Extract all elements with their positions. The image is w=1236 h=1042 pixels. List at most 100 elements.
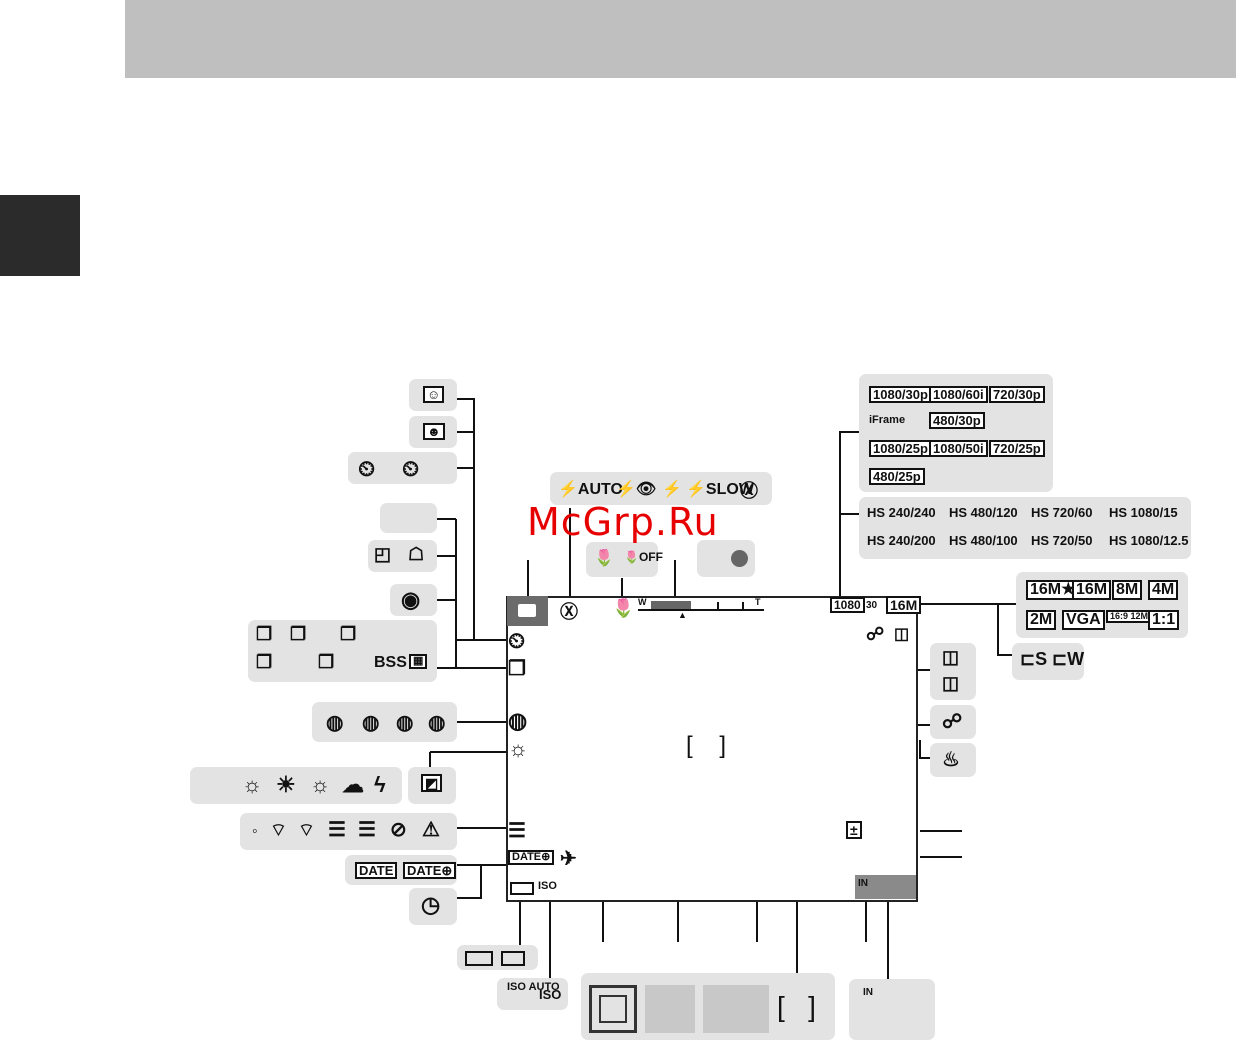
- movie-1080-25p-icon: 1080/25p: [869, 440, 932, 457]
- camera-icon: [518, 604, 536, 617]
- size-16-9-icon: 16:9 12M: [1106, 610, 1153, 623]
- clock-not-set-icon: ◷: [421, 892, 441, 917]
- screen-flash-off-icon: Ⓧ: [560, 602, 578, 622]
- daylight-icon: ☼: [242, 772, 263, 797]
- size-8m-icon: 8M: [1112, 580, 1143, 600]
- pill-image-size: 16M★ 16M 8M 4M 2M VGA 16:9 12M 1:1: [1016, 572, 1188, 638]
- zoom-tick-1: [717, 602, 719, 610]
- pill-vr: ◫ ◫: [930, 643, 976, 700]
- shooting-mode-box: [507, 596, 548, 626]
- hs-1080-125-icon: HS 1080/12.5: [1109, 533, 1189, 548]
- size-2m-icon: 2M: [1026, 610, 1057, 630]
- continuous-h-icon: ❐: [256, 624, 273, 644]
- pill-wind-noise: ♨: [930, 743, 976, 777]
- size-vga-icon: VGA: [1062, 610, 1105, 630]
- internal-memory-icon: IN: [863, 987, 873, 998]
- header-band: [125, 0, 1236, 78]
- flash-wb-icon: ϟ: [374, 772, 386, 797]
- pill-flash: ⚡AUTO ⚡👁 ⚡ ⚡SLOW Ⓧ: [550, 472, 772, 505]
- exposure-comp-icon: ±: [846, 821, 862, 839]
- screen-vr-icon: ◫: [894, 626, 910, 643]
- zoom-w-label: W: [638, 597, 647, 607]
- flash-auto-icon: ⚡AUTO: [558, 481, 623, 498]
- panorama-w-icon: ⊏W: [1052, 649, 1085, 669]
- pill-motion-detect: ☍: [930, 705, 976, 739]
- pill-movie-options: 1080/30p 1080/60i 720/30p iFrame 480/30p…: [859, 374, 1053, 492]
- movie-720-25p-icon: 720/25p: [989, 440, 1045, 457]
- pill-self-timer: ⏲ ⏲: [348, 452, 457, 484]
- movie-1080-30p-icon: 1080/30p: [869, 386, 932, 403]
- movie-480-25p-icon: 480/25p: [869, 468, 925, 485]
- macro-icon: 🌷: [594, 550, 614, 567]
- pill-blank: [380, 503, 437, 533]
- iframe-icon: iFrame: [869, 414, 906, 426]
- pill-rec: [697, 540, 755, 577]
- incandescent-icon: ☀: [276, 772, 296, 797]
- travel-destination-icon: ✈: [560, 848, 577, 870]
- flash-fill-icon: ⚡: [662, 481, 682, 498]
- zoom-indicator: [651, 601, 691, 610]
- pill-smile-timer: ☺: [409, 379, 457, 411]
- continuous-l-icon: ❐: [290, 624, 307, 644]
- iso-auto-icon: ISO AUTO: [507, 981, 560, 993]
- screen-memory-box: [855, 875, 916, 899]
- pill-white-balance: ☼ ☀ ☼ ☁ ϟ: [190, 767, 402, 804]
- fluorescent-icon: ☼: [310, 772, 331, 797]
- screen-memory-label: IN: [858, 878, 868, 889]
- continuous-60-icon: ❐: [318, 652, 335, 672]
- flash-off-icon: Ⓧ: [740, 481, 758, 501]
- pill-iso: ISO AUTO ISO: [497, 978, 568, 1010]
- cloudy-icon: ☁: [342, 772, 364, 797]
- self-timer-10s-icon: ⏲: [358, 456, 376, 481]
- smile-timer-icon: ☺: [423, 386, 445, 403]
- af-area-face-icon: [589, 985, 637, 1033]
- pill-clock: ◷: [409, 888, 457, 925]
- vivid-color-icon: ◍: [326, 712, 344, 734]
- af-area-target-icon: [645, 985, 695, 1033]
- size-4m-icon: 4M: [1148, 580, 1179, 600]
- battery-low-icon: [501, 951, 525, 966]
- pill-hs-movie: HS 240/240 HS 480/120 HS 720/60 HS 1080/…: [859, 497, 1191, 559]
- hs-240-200-icon: HS 240/200: [867, 533, 936, 548]
- screen-iso-icon: ISO: [538, 880, 557, 892]
- pill-macro: 🌷 🌷OFF: [586, 542, 663, 577]
- size-1-1-icon: 1:1: [1148, 610, 1180, 630]
- bss-icon: BSS: [374, 654, 407, 671]
- panorama-s-icon: ⊏S: [1020, 649, 1048, 669]
- hs-240-icon: HS 240/240: [867, 505, 936, 520]
- af-area-center-icon: [703, 985, 769, 1033]
- pill-memory: IN: [849, 979, 935, 1040]
- wifi-level0-icon: ◦: [252, 823, 258, 840]
- chapter-tab: [0, 195, 80, 276]
- screen-battery-icon: [510, 882, 534, 895]
- screen-movie-sub: 30: [866, 600, 878, 611]
- movie-1080-60i-icon: 1080/60i: [929, 386, 988, 403]
- pill-af-area: [ ]: [581, 973, 835, 1040]
- record-dot-icon: [731, 550, 748, 567]
- screen-motion-detect-icon: ☍: [866, 624, 885, 644]
- af-area-inner: [599, 995, 627, 1023]
- bw-icon: ◍: [362, 712, 380, 734]
- wifi-level3-icon: ☰: [328, 819, 346, 841]
- pill-scene: ◰ ☖: [368, 540, 437, 572]
- pet-auto-release-icon: ☻: [423, 423, 445, 440]
- movie-480-30p-icon: 480/30p: [929, 412, 985, 429]
- zoom-position-icon: ▲: [678, 610, 687, 620]
- screen-image-size: 16M: [886, 596, 922, 614]
- pill-continuous: ❐ ❐ ❐ ❐ ❐ BSS ▦: [248, 620, 437, 682]
- hs-720-50-icon: HS 720/50: [1031, 533, 1093, 548]
- flash-redeye-icon: ⚡👁: [616, 481, 657, 498]
- multi-shot-icon: ▦: [409, 654, 428, 669]
- screen-wb-icon: ☼: [508, 736, 529, 761]
- scene-icon: ◰: [374, 544, 392, 564]
- flash-slow-icon: ⚡SLOW: [686, 481, 754, 498]
- vr-normal-icon: ◫: [942, 673, 960, 693]
- pill-date-stamp: DATE DATE⊕: [345, 855, 457, 885]
- battery-full-icon: [465, 951, 493, 966]
- wifi-off-icon: ⊘: [390, 819, 407, 841]
- screen-self-timer-icon: ⏲: [508, 628, 526, 653]
- pill-color-options: ◍ ◍ ◍ ◍: [312, 702, 457, 742]
- movie-scene-icon: ☖: [408, 544, 425, 564]
- self-timer-2s-icon: ⏲: [402, 456, 420, 481]
- hs-720-icon: HS 720/60: [1031, 505, 1093, 520]
